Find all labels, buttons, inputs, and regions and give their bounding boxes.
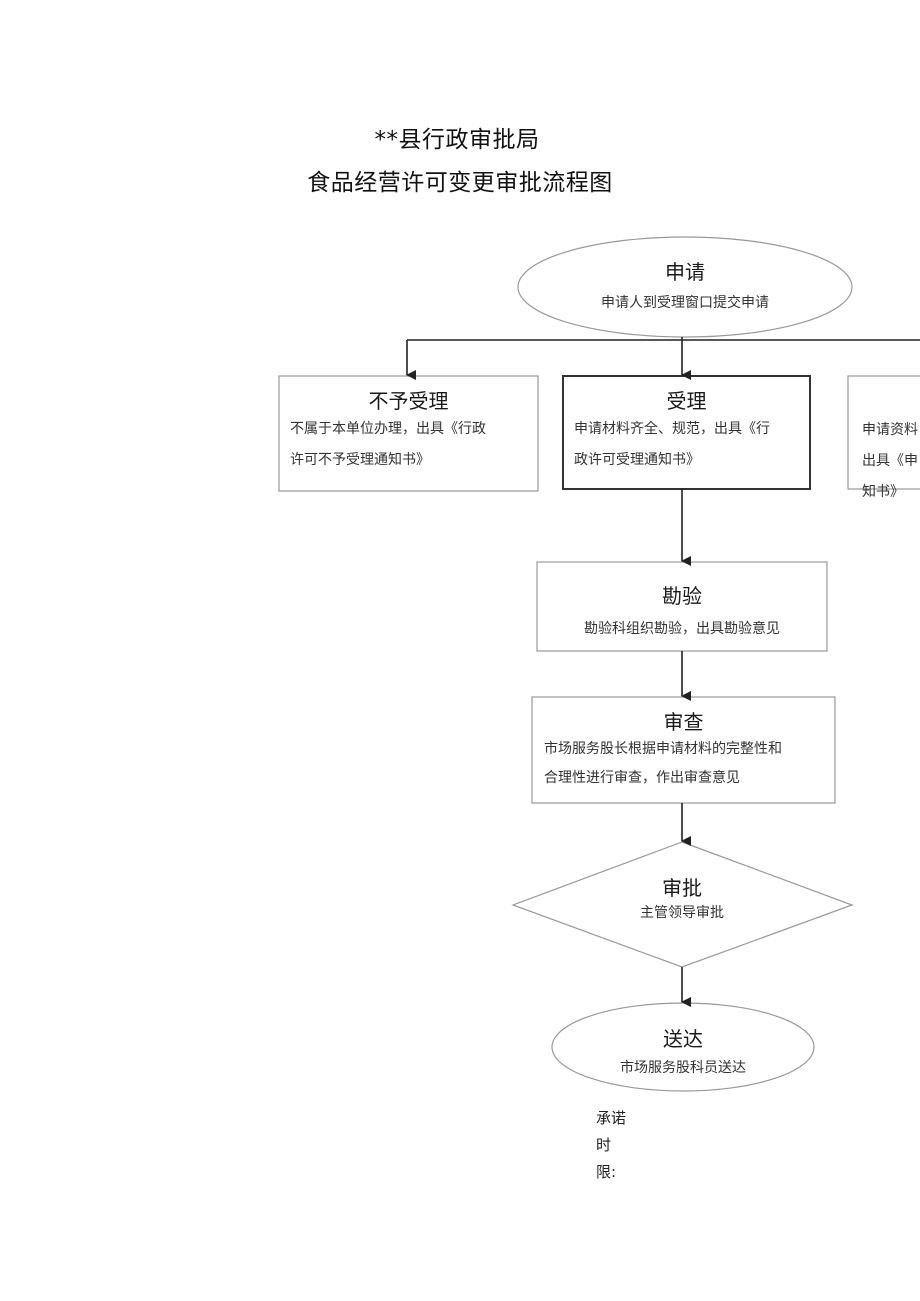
survey-text: 勘验科组织勘验，出具勘验意见 [584,621,780,637]
correct-text-line1: 申请资料 [862,422,918,438]
review-text-line1: 市场服务股长根据申请材料的完整性和 [544,741,782,757]
accept-text-line1: 申请材料齐全、规范，出具《行 [574,421,770,437]
apply-node: 申请 申请人到受理窗口提交申请 [560,256,810,315]
apply-text: 申请人到受理窗口提交申请 [601,295,769,311]
survey-node: 勘验 勘验科组织勘验，出具勘验意见 [537,580,827,645]
deliver-heading: 送达 [663,1027,703,1051]
review-text-line2: 合理性进行审查，作出审查意见 [544,770,740,786]
apply-heading: 申请 [665,260,705,284]
review-box [531,696,836,804]
review-node: 审查 市场服务股长根据申请材料的完整性和 合理性进行审查，作出审查意见 [532,706,835,793]
correct-text-line3: 知书》 [862,484,904,500]
correct-text-line2: 出具《申 [862,453,918,469]
survey-box [536,561,828,652]
reject-text-line2: 许可不予受理通知书》 [290,452,430,468]
approve-text: 主管领导审批 [640,905,724,921]
reject-node: 不予受理 不属于本单位办理，出具《行政 许可不予受理通知书》 [279,385,538,476]
deliver-text: 市场服务股科员送达 [620,1060,746,1076]
time-limit-line3: 限: [596,1163,617,1181]
reject-heading: 不予受理 [368,389,449,413]
reject-box [278,375,539,492]
time-limit-line2: 时 [596,1136,612,1154]
accept-heading: 受理 [666,389,707,413]
page-title: **县行政审批局 [374,127,540,153]
approve-heading: 审批 [662,876,702,900]
time-limit-label: 承诺 时 限: [596,1105,626,1186]
approve-node: 审批 主管领导审批 [582,872,782,923]
correct-node: 申请资料 出具《申 知书》 [848,415,920,508]
accept-node: 受理 申请材料齐全、规范，出具《行 政许可受理通知书》 [563,385,810,476]
survey-heading: 勘验 [662,584,702,608]
review-heading: 审查 [663,710,704,734]
correct-box [847,375,920,490]
time-limit-line1: 承诺 [596,1109,627,1127]
accept-text-line2: 政许可受理通知书》 [574,452,700,468]
page-subtitle: 食品经营许可变更审批流程图 [307,170,613,196]
deliver-node: 送达 市场服务股科员送达 [583,1023,783,1080]
reject-text-line1: 不属于本单位办理，出具《行政 [290,421,486,437]
apply-ellipse [517,236,853,338]
accept-box [562,375,811,490]
